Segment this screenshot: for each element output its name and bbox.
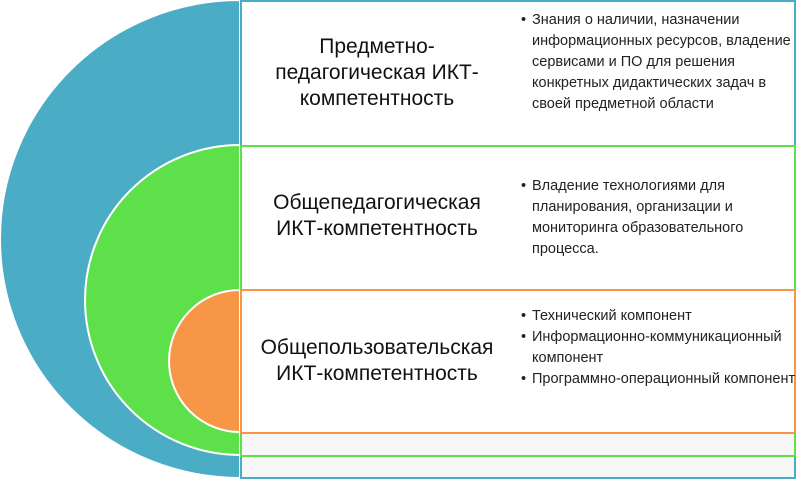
title-line: ИКТ-компетентность (276, 217, 478, 240)
level2-title: Общепедагогическая ИКТ-компетентность (242, 190, 512, 242)
title-line: педагогическая ИКТ- (275, 61, 479, 84)
arc-level3 (168, 288, 241, 434)
level1-title: Предметно- педагогическая ИКТ- компетент… (242, 34, 512, 112)
level3-title: Общепользовательская ИКТ-компетентность (242, 335, 512, 387)
title-line: Общепедагогическая (273, 191, 481, 214)
list-item: Владение технологиями для планирования, … (521, 176, 800, 260)
strip-level1 (242, 457, 794, 477)
list-item: Знания о наличии, назначении информацион… (521, 10, 800, 115)
title-line: Общепользовательская (260, 336, 494, 359)
level1-list: Знания о наличии, назначении информацион… (520, 10, 800, 115)
level2-list: Владение технологиями для планирования, … (520, 176, 800, 260)
list-item: Информационно-коммуникационный компонент (521, 327, 800, 369)
level3-list: Технический компонент Информационно-комм… (520, 306, 800, 390)
strip-level2 (242, 434, 794, 455)
list-item: Технический компонент (521, 306, 800, 327)
title-line: Предметно- (319, 35, 435, 58)
title-line: ИКТ-компетентность (276, 362, 478, 385)
title-line: компетентность (299, 87, 455, 110)
list-item: Программно-операционный компонент (521, 369, 800, 390)
